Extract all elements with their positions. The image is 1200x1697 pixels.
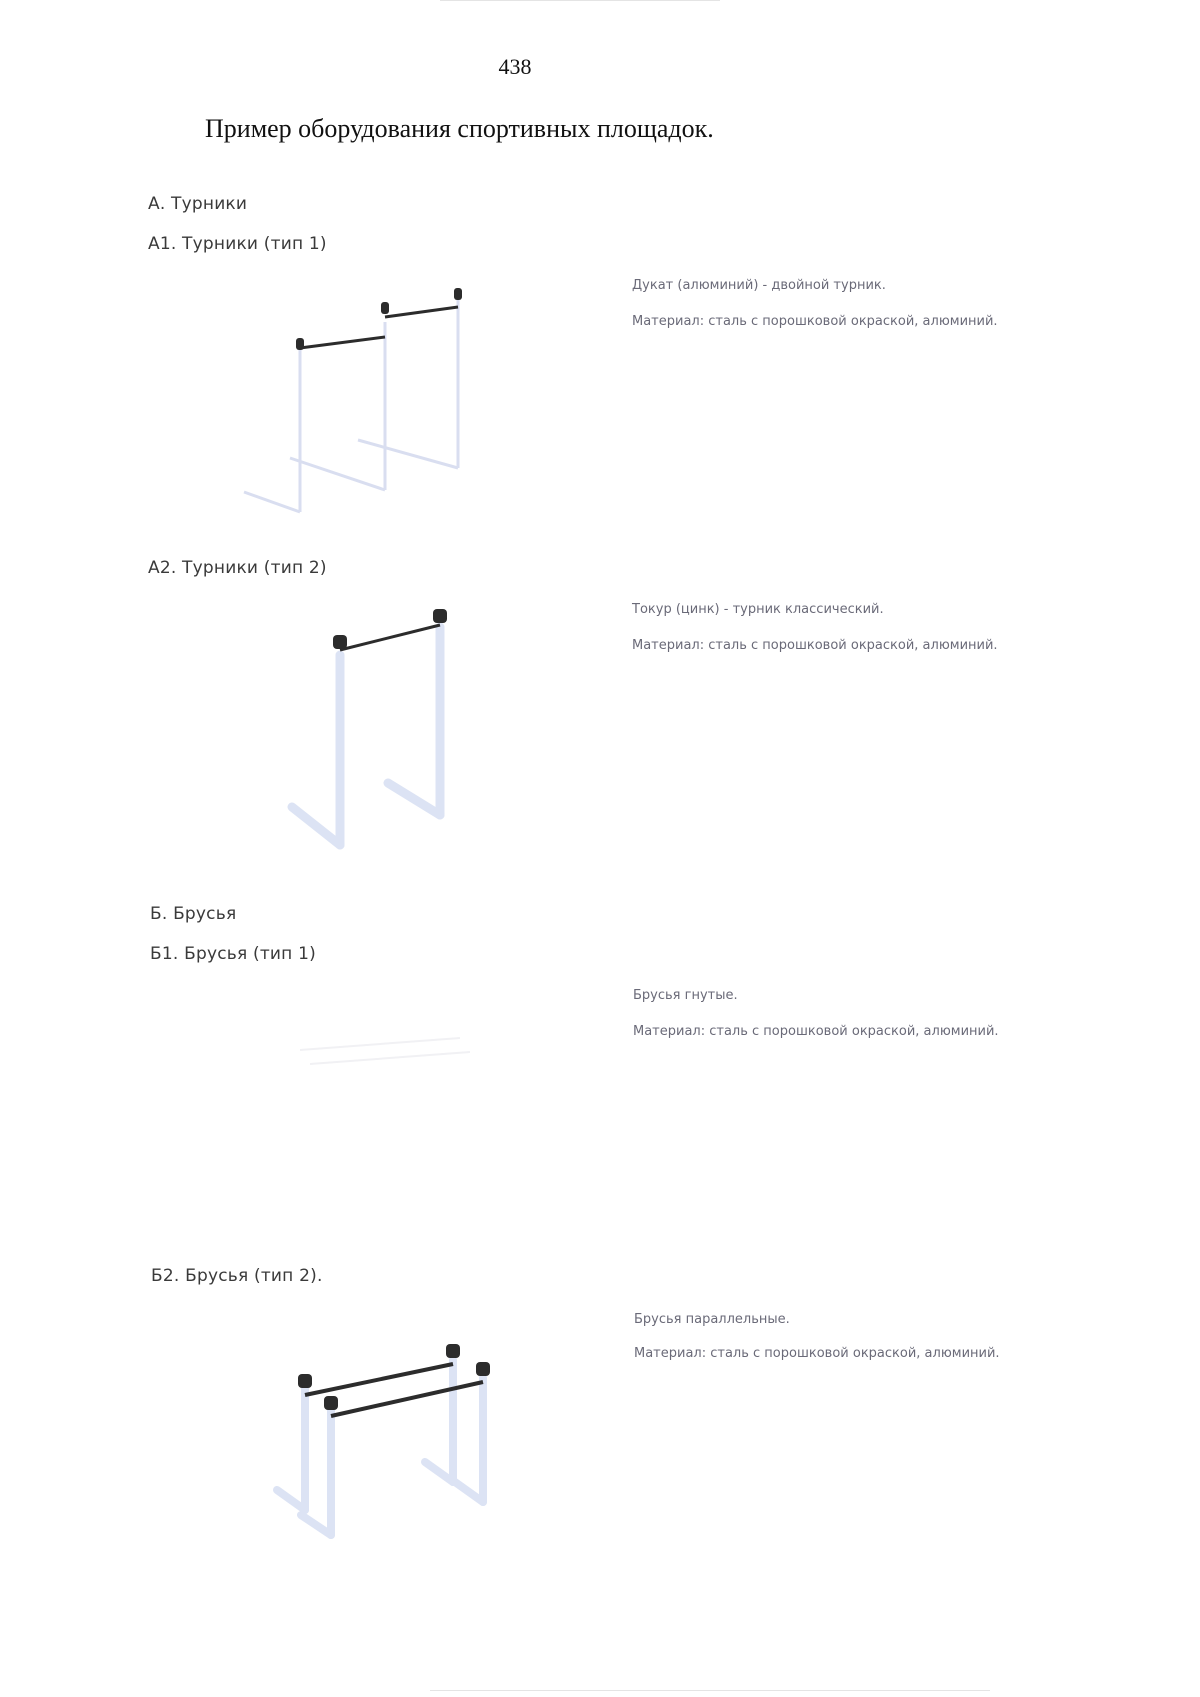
section-heading-b2: Б2. Брусья (тип 2). [151,1266,323,1286]
b2-material: Материал: сталь с порошковой окраской, а… [634,1346,1000,1361]
section-heading-a2: А2. Турники (тип 2) [148,558,327,578]
section-heading-b: Б. Брусья [150,904,237,924]
section-heading-b1: Б1. Брусья (тип 1) [150,944,316,964]
b1-material: Материал: сталь с порошковой окраской, а… [633,1024,999,1039]
page-title: Пример оборудования спортивных площадок. [205,114,714,143]
b1-description: Брусья гнутые. [633,988,738,1003]
a1-material: Материал: сталь с порошковой окраской, а… [632,314,998,329]
bent-parallel-bars-illustration [299,1037,471,1065]
page-number: 438 [498,54,532,79]
a2-material: Материал: сталь с порошковой окраской, а… [632,638,998,653]
b2-description: Брусья параллельные. [634,1312,790,1327]
parallel-bars-illustration [273,1344,490,1539]
section-heading-a1: А1. Турники (тип 1) [148,234,327,254]
classic-pullup-bar-illustration [287,609,447,850]
bottom-scan-edge [430,1690,990,1691]
double-pullup-bar-illustration [243,288,462,514]
a1-description: Дукат (алюминий) - двойной турник. [632,278,886,293]
section-heading-a: А. Турники [148,194,248,214]
top-scan-edge [440,0,720,1]
a2-description: Токур (цинк) - турник классический. [632,602,884,617]
